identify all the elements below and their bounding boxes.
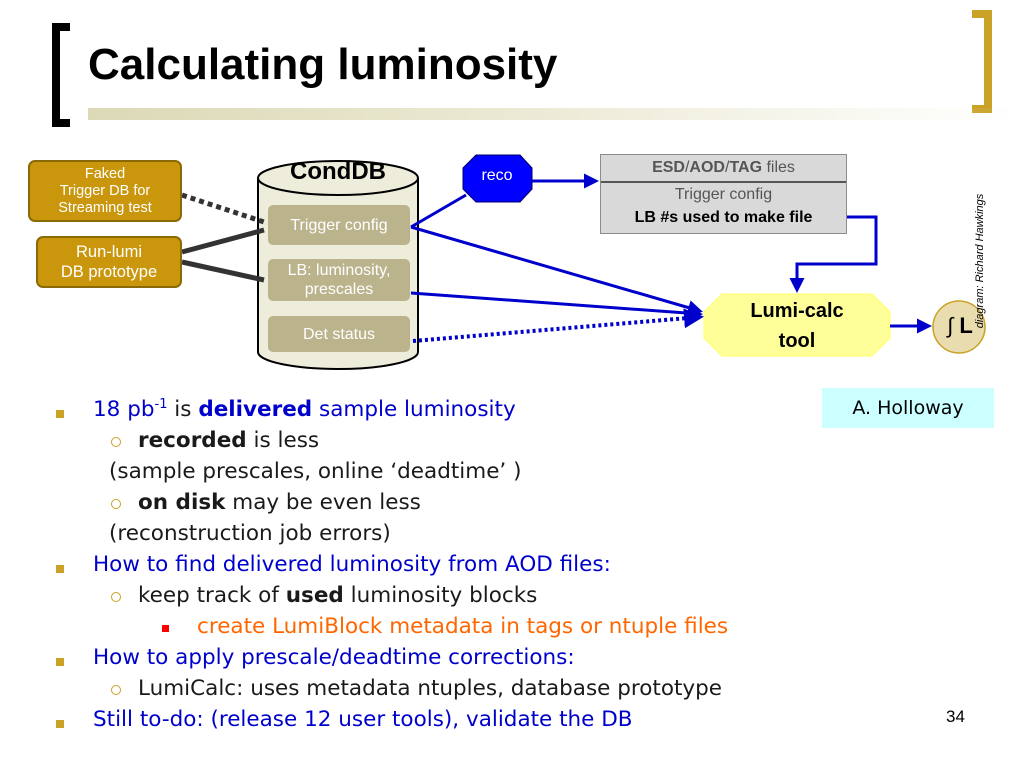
b1-pre: 18 pb xyxy=(93,397,155,422)
esd-to-lumicalc-arrow xyxy=(789,215,878,293)
esd-separator xyxy=(601,181,846,183)
reco-octagon xyxy=(462,154,533,203)
bullet-square xyxy=(56,720,64,728)
sub-bullet-circle xyxy=(111,437,121,447)
integral-circle xyxy=(932,300,986,354)
faked-to-trigger-line xyxy=(181,192,265,225)
conddb-lb-line-1: LB: luminosity, xyxy=(287,262,391,279)
bullet-prescale-corrections: How to apply prescale/deadtime correctio… xyxy=(93,645,575,670)
sub-sub-bullet-lumiblock: create LumiBlock metadata in tags or ntu… xyxy=(197,614,729,639)
runlumi-line-2: DB prototype xyxy=(60,263,158,281)
b2s1-bold: used xyxy=(285,583,344,608)
bullet-still-to-do: Still to-do: (release 12 user tools), va… xyxy=(93,707,633,732)
lb-to-lumicalc-arrow xyxy=(410,291,703,321)
b1-sup: -1 xyxy=(154,396,168,412)
b1s1-bold: recorded xyxy=(138,428,247,453)
files-word: files xyxy=(762,159,795,176)
runlumi-db-box: Run-lumi DB prototype xyxy=(36,236,182,288)
bullet-square xyxy=(56,565,64,573)
lumicalc-tool-label: Lumi-calc tool xyxy=(706,296,888,356)
sub-bullet-lumicalc: LumiCalc: uses metadata ntuples, databas… xyxy=(138,676,723,701)
lumicalc-line-1: Lumi-calc xyxy=(750,300,844,322)
integral-luminosity-label: ∫ L xyxy=(933,313,987,339)
bullet-square xyxy=(56,658,64,666)
b1-post: sample luminosity xyxy=(312,397,516,422)
sub-sub-bullet-square xyxy=(162,625,169,632)
bullet-find-delivered: How to find delivered luminosity from AO… xyxy=(93,552,611,577)
conddb-trigger-config: Trigger config xyxy=(268,205,410,245)
tag-word: TAG xyxy=(729,159,763,176)
sub-bullet-keep-track: keep track of used luminosity blocks xyxy=(138,582,537,610)
author-credit-box: A. Holloway xyxy=(822,388,994,428)
title-underline xyxy=(88,108,1018,120)
reco-label: reco xyxy=(481,167,513,184)
sub-bullet-circle xyxy=(111,499,121,509)
runlumi-line-1: Run-lumi xyxy=(75,243,143,261)
bullet-square xyxy=(56,410,64,418)
sub-bullet-on-disk: on disk may be even less xyxy=(138,489,421,517)
integral-symbol: ∫ xyxy=(947,313,954,338)
runlumi-to-trigger-line xyxy=(181,227,265,255)
conddb-lb-line-2: prescales xyxy=(304,281,374,298)
b2s1-post: luminosity blocks xyxy=(343,583,538,608)
b1-mid: is xyxy=(167,397,199,422)
esd-sep-2: / xyxy=(724,159,730,176)
lumicalc-line-2: tool xyxy=(778,330,816,352)
esd-row-files: ESD/AOD/TAG files xyxy=(601,159,846,177)
faked-line-2: Trigger DB for xyxy=(59,182,151,199)
esd-row-trigger-config: Trigger config xyxy=(674,186,773,203)
trigger-to-reco-arrow xyxy=(410,193,467,229)
sub-bullet-recorded-cont: (sample prescales, online ‘deadtime’ ) xyxy=(109,459,522,484)
esd-row-lb-numbers: LB #s used to make file xyxy=(634,209,813,226)
esd-word: ESD xyxy=(652,159,685,176)
bullet-delivered: 18 pb-1 is delivered sample luminosity xyxy=(93,396,516,424)
conddb-label: CondDB xyxy=(290,158,386,185)
aod-word: AOD xyxy=(689,159,725,176)
sub-bullet-on-disk-cont: (reconstruction job errors) xyxy=(109,521,391,546)
b2s1-pre: keep track of xyxy=(138,583,286,608)
title-left-bracket xyxy=(52,23,70,127)
faked-trigger-db-box: Faked Trigger DB for Streaming test xyxy=(28,160,182,222)
lumicalc-shape xyxy=(703,293,891,357)
b1s2-bold: on disk xyxy=(138,490,226,515)
sub-bullet-circle xyxy=(111,592,121,602)
conddb-lb-luminosity: LB: luminosity, prescales xyxy=(268,259,410,301)
trigger-to-lumicalc-arrow xyxy=(410,225,703,315)
sub-bullet-recorded: recorded is less xyxy=(138,427,319,455)
b1s1-post: is less xyxy=(246,428,320,453)
page-number: 34 xyxy=(946,707,965,726)
b1s2-post: may be even less xyxy=(225,490,421,515)
runlumi-to-lb-line xyxy=(181,259,265,283)
diagram-credit-vertical: diagram: Richard Hawkings xyxy=(974,193,986,329)
sub-bullet-circle xyxy=(111,685,121,695)
slide-title: Calculating luminosity xyxy=(88,40,558,89)
integral-letter: L xyxy=(959,313,973,338)
detstatus-to-lumicalc-arrow xyxy=(412,308,704,343)
faked-line-3: Streaming test xyxy=(58,199,152,216)
conddb-det-status: Det status xyxy=(268,316,410,352)
esd-sep-1: / xyxy=(684,159,690,176)
faked-line-1: Faked xyxy=(84,165,126,182)
b1-bold: delivered xyxy=(198,397,313,422)
esd-aod-tag-box: ESD/AOD/TAG files Trigger config LB #s u… xyxy=(600,154,847,234)
